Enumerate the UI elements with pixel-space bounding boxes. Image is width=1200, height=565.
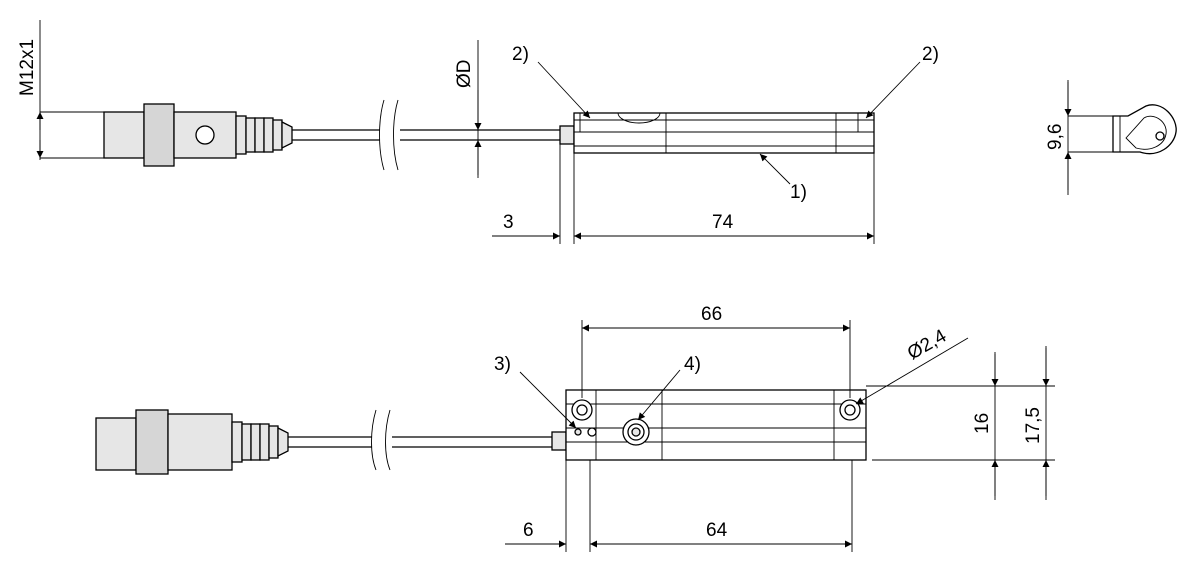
bottom-connector-grip (231, 421, 289, 463)
callout-1: 1) (790, 182, 807, 203)
bottom-sensor-body (565, 389, 867, 461)
top-cable (292, 99, 575, 171)
dim-cable-diameter: ØD (454, 40, 482, 178)
dim-bottom-width-label: 66 (701, 304, 722, 325)
dim-top-offset-label: 3 (503, 212, 514, 233)
bottom-connector (95, 409, 289, 475)
callouts-top: 2) 2) 1) (512, 44, 939, 203)
dim-top-lengths: 3 74 (492, 144, 875, 244)
dim-hole-diameter-label: Ø2,4 (904, 325, 951, 364)
top-connector (103, 103, 293, 167)
dim-bottom-offset-label: 6 (523, 520, 534, 541)
top-connector-grip (235, 115, 293, 155)
dim-bottom-width: 66 (581, 304, 851, 398)
dim-hole-diameter: Ø2,4 (855, 325, 969, 405)
bottom-view: 66 Ø2,4 16 17,5 6 64 (95, 304, 1055, 552)
top-sensor-body (573, 112, 875, 154)
dim-heights: 16 17,5 (866, 346, 1055, 500)
callout-3: 3) (494, 354, 511, 375)
callout-2-right: 2) (922, 44, 939, 65)
dim-cable-diameter-label: ØD (454, 60, 475, 89)
dim-height-inner-label: 16 (972, 413, 993, 434)
dim-bottom-lengths: 6 64 (505, 450, 853, 552)
side-view: 9,6 (1045, 80, 1177, 195)
callouts-bottom: 3) 4) (494, 354, 701, 429)
dim-thread-label: M12x1 (17, 39, 38, 96)
dim-top-length-label: 74 (712, 212, 734, 233)
dim-thread: M12x1 (17, 20, 104, 160)
callout-4: 4) (684, 354, 701, 375)
dim-side-height-label: 9,6 (1045, 124, 1066, 150)
dim-height-outer-label: 17,5 (1023, 407, 1044, 444)
callout-2-left: 2) (512, 44, 529, 65)
dim-bottom-length-label: 64 (706, 520, 728, 541)
bottom-cable (288, 409, 567, 471)
top-view: ØD M12x1 3 74 2) 2) 1) (17, 20, 939, 244)
